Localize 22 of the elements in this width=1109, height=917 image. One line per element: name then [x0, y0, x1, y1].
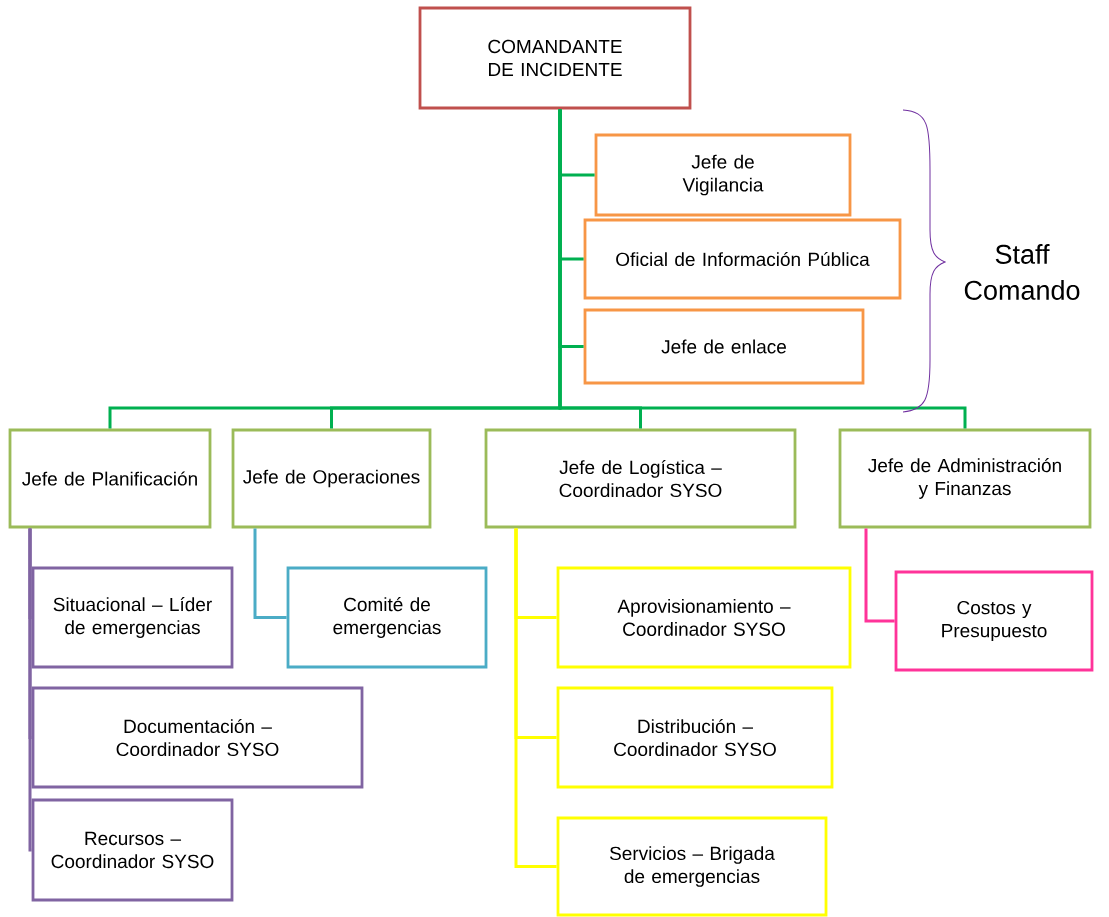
- org-box: Servicios – Brigada de emergencias: [556, 816, 828, 917]
- org-box: Comité de emergencias: [286, 566, 488, 669]
- org-box: COMANDANTE DE INCIDENTE: [418, 6, 692, 110]
- org-box: Oficial de Información Pública: [583, 218, 902, 300]
- org-box: Jefe de Vigilancia: [594, 133, 852, 217]
- org-box: Costos y Presupuesto: [894, 570, 1094, 672]
- org-box: Jefe de Administración y Finanzas: [838, 428, 1092, 529]
- group-label: Staff Comando: [964, 244, 1080, 300]
- connector-line: [864, 528, 895, 623]
- connector-line: [558, 109, 967, 429]
- org-box: Jefe de enlace: [583, 308, 865, 385]
- org-box: Jefe de Planificación: [8, 428, 212, 529]
- org-box: Recursos – Coordinador SYSO: [31, 798, 234, 902]
- connector-line: [28, 528, 33, 852]
- org-box: Documentación – Coordinador SYSO: [31, 686, 364, 789]
- org-box: Distribución – Coordinador SYSO: [556, 686, 834, 789]
- connector-line: [253, 528, 287, 619]
- org-box: Aprovisionamiento – Coordinador SYSO: [556, 566, 852, 669]
- connector-line: [514, 528, 557, 868]
- org-box: Jefe de Logística – Coordinador SYSO: [484, 428, 797, 529]
- org-box: Situacional – Líder de emergencias: [31, 566, 234, 669]
- org-box: Jefe de Operaciones: [231, 428, 432, 529]
